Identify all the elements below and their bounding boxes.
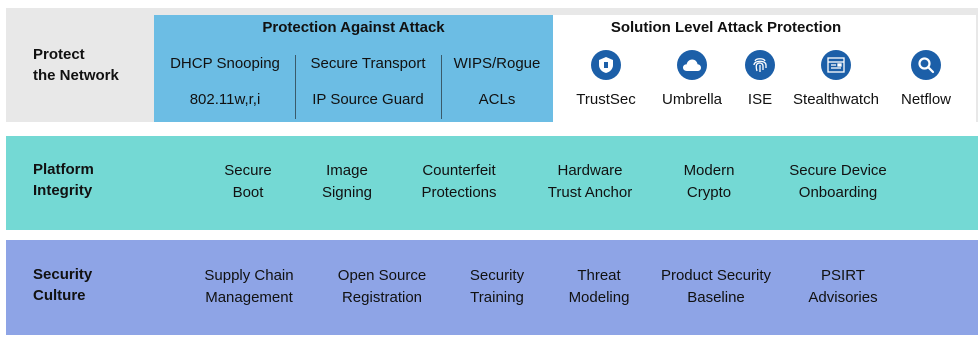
platform-integrity-label: Platform Integrity [33, 161, 94, 199]
column-divider [441, 55, 442, 119]
solution-umbrella: Umbrella [637, 50, 747, 108]
attack-item: DHCP Snooping [170, 55, 280, 72]
attack-item: WIPS/Rogue [453, 55, 541, 72]
culture-item: Product Security Baseline [660, 267, 772, 306]
cloud-icon [677, 50, 707, 80]
platform-item: Counterfeit Protections [421, 162, 497, 201]
platform-item: Secure Boot [224, 162, 272, 201]
search-icon [911, 50, 941, 80]
protection-against-attack-title: Protection Against Attack [262, 19, 445, 36]
culture-item: Supply Chain Management [204, 267, 294, 306]
platform-item: Image Signing [321, 162, 373, 201]
column-divider [295, 55, 296, 119]
dashboard-icon [821, 50, 851, 80]
solution-stealthwatch: Stealthwatch [781, 50, 891, 108]
security-culture-band: Security Culture Supply Chain Management… [6, 240, 978, 335]
attack-column-3: WIPS/Rogue ACLs [442, 46, 552, 118]
solution-netflow: Netflow [871, 50, 978, 108]
platform-item: Modern Crypto [683, 162, 735, 201]
attack-item: IP Source Guard [312, 91, 424, 108]
fingerprint-icon [745, 50, 775, 80]
attack-item: 802.11w,r,i [189, 91, 261, 108]
platform-integrity-band: Platform Integrity Secure Boot Image Sig… [6, 136, 978, 230]
culture-item: Open Source Registration [337, 267, 427, 306]
protect-network-label: Protect the Network [33, 46, 119, 84]
platform-item: Hardware Trust Anchor [547, 162, 633, 201]
shield-icon [591, 50, 621, 80]
protection-against-attack-box: Protection Against Attack DHCP Snooping … [154, 15, 553, 122]
culture-item: Security Training [469, 267, 525, 306]
attack-item: ACLs [478, 91, 516, 108]
attack-item: Secure Transport [310, 55, 426, 72]
security-culture-label: Security Culture [33, 266, 93, 304]
culture-item: PSIRT Advisories [808, 267, 878, 306]
attack-column-2: Secure Transport IP Source Guard [296, 46, 440, 118]
solution-ise: ISE [705, 50, 815, 108]
protect-network-band: Protect the Network Protection Against A… [6, 8, 978, 122]
solution-level-title: Solution Level Attack Protection [610, 19, 842, 36]
solution-trustsec: TrustSec [551, 50, 661, 108]
solution-level-box: Solution Level Attack Protection TrustSe… [553, 15, 976, 122]
platform-item: Secure Device Onboarding [789, 162, 887, 201]
attack-column-1: DHCP Snooping 802.11w,r,i [157, 46, 293, 118]
culture-item: Threat Modeling [568, 267, 630, 306]
